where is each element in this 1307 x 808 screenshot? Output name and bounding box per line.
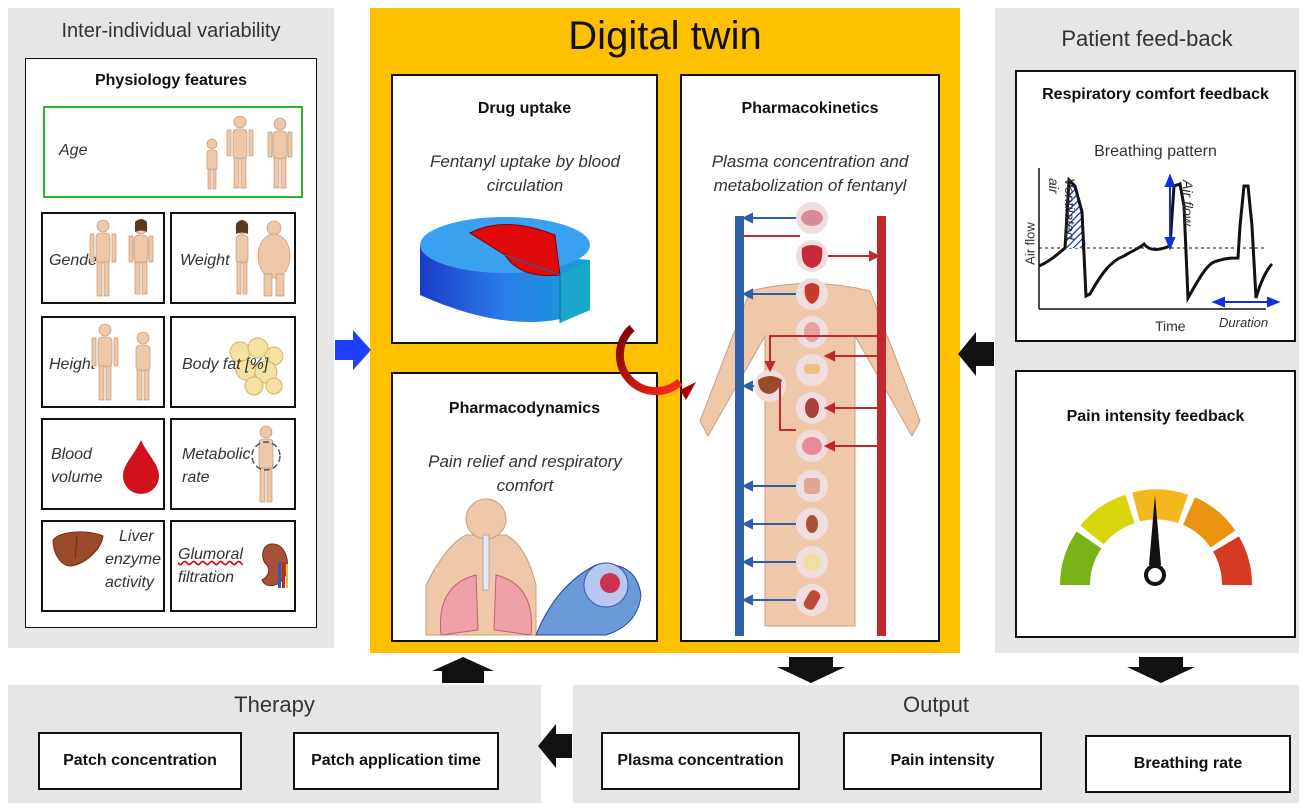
breathing-trace xyxy=(1038,176,1274,304)
digital-twin-title: Digital twin xyxy=(568,14,762,58)
variability-to-twin-arrow xyxy=(335,330,371,370)
height-label: Height xyxy=(49,356,96,373)
pharmacokinetics-desc: Plasma concentration and metabolization … xyxy=(711,152,909,195)
patch-concentration-box: Patch concentration xyxy=(38,732,242,790)
blood-volume-label-2: volume xyxy=(51,469,103,486)
time-x-label: Time xyxy=(1155,318,1186,334)
tissue-model-icon xyxy=(420,217,590,323)
feedback-to-output-arrow xyxy=(1127,657,1195,683)
gauge-segments xyxy=(1060,489,1252,586)
liver-label-2: enzyme xyxy=(105,551,162,568)
ventilated-area xyxy=(1065,180,1086,248)
therapy-to-twin-arrow xyxy=(432,657,494,683)
feature-body-fat: Body fat [%] xyxy=(170,316,296,408)
breathing-rate-box: Breathing rate xyxy=(1085,735,1291,793)
twin-to-output-arrow xyxy=(777,657,845,683)
gender-label: Gender xyxy=(49,252,103,269)
age-figures-icon xyxy=(206,115,293,190)
feature-gender: Gender xyxy=(41,212,165,304)
weight-label: Weight xyxy=(180,252,230,269)
feature-age: Age xyxy=(43,106,303,198)
output-title: Output xyxy=(902,692,970,717)
feature-metabolic-rate: Metabolic rate xyxy=(170,418,296,510)
output-to-therapy-arrow xyxy=(538,724,572,768)
airflow-annotation: Air flow xyxy=(1180,180,1196,226)
variability-title: Inter-individual variability xyxy=(61,20,281,42)
artery-vessel xyxy=(877,216,886,636)
pharmacodynamics-desc: Pain relief and respiratory comfort xyxy=(428,452,622,495)
patch-application-time-box: Patch application time xyxy=(293,732,499,790)
feature-blood-volume: Blood volume xyxy=(41,418,165,510)
feature-liver-enzyme: Liver enzyme activity xyxy=(41,520,165,612)
liver-label-1: Liver xyxy=(119,528,154,545)
airflow-arrow xyxy=(1164,173,1176,251)
feedback-title: Patient feed-back xyxy=(1061,26,1233,51)
feedback-loop-arrow xyxy=(615,325,696,400)
pharmacokinetics-title: Pharmacokinetics xyxy=(741,100,879,117)
physiology-title: Physiology features xyxy=(94,72,248,89)
pain-gauge xyxy=(1060,489,1252,586)
metabolic-figure-icon xyxy=(251,425,281,503)
glumoral-label-1: Glumoral xyxy=(178,546,243,563)
glumoral-label-2: filtration xyxy=(178,569,235,586)
feature-weight: Weight xyxy=(170,212,296,304)
respiratory-title: Respiratory comfort feedback xyxy=(1042,86,1269,103)
pharmacodynamics-title: Pharmacodynamics xyxy=(448,400,601,417)
metabolic-label-2: rate xyxy=(182,469,210,486)
fat-cells-icon xyxy=(229,337,284,396)
height-figures-icon xyxy=(91,323,151,401)
breathing-pattern-title: Breathing pattern xyxy=(1094,143,1217,160)
blood-volume-label-1: Blood xyxy=(51,446,92,463)
liver-icon xyxy=(52,531,104,567)
feature-height: Height xyxy=(41,316,165,408)
blood-drop-icon xyxy=(123,440,159,494)
airflow-y-label: Air flow xyxy=(1022,222,1038,265)
therapy-title: Therapy xyxy=(234,692,315,717)
plasma-concentration-box: Plasma concentration xyxy=(601,732,800,790)
liver-label-3: activity xyxy=(105,574,154,591)
organ-icons xyxy=(754,202,828,616)
duration-arrow xyxy=(1211,296,1281,308)
feature-glumoral-filtration: Glumoral filtration xyxy=(170,520,296,612)
kidney-icon xyxy=(261,543,288,588)
vein-vessel xyxy=(735,216,744,636)
ventilated-air-label: Ventilated air xyxy=(1046,178,1078,240)
drug-uptake-desc: Fentanyl uptake by blood circulation xyxy=(430,152,620,195)
venous-arrows xyxy=(741,212,796,606)
pain-intensity-box: Pain intensity xyxy=(843,732,1042,790)
gender-figures-icon xyxy=(89,219,154,297)
pain-title: Pain intensity feedback xyxy=(1066,408,1245,425)
breathing-chart xyxy=(1038,168,1281,310)
metabolic-label-1: Metabolic xyxy=(182,446,251,463)
duration-label: Duration xyxy=(1219,315,1269,330)
weight-figures-icon xyxy=(235,220,291,297)
feedback-to-twin-arrow xyxy=(958,332,994,376)
age-label: Age xyxy=(59,142,88,159)
lungs-brain-icon xyxy=(425,498,642,636)
body-fat-label: Body fat [%] xyxy=(182,356,269,373)
drug-uptake-title: Drug uptake xyxy=(477,100,572,117)
gauge-needle xyxy=(1149,495,1161,565)
arterial-arrows xyxy=(744,235,881,452)
pk-body-diagram xyxy=(699,202,921,636)
